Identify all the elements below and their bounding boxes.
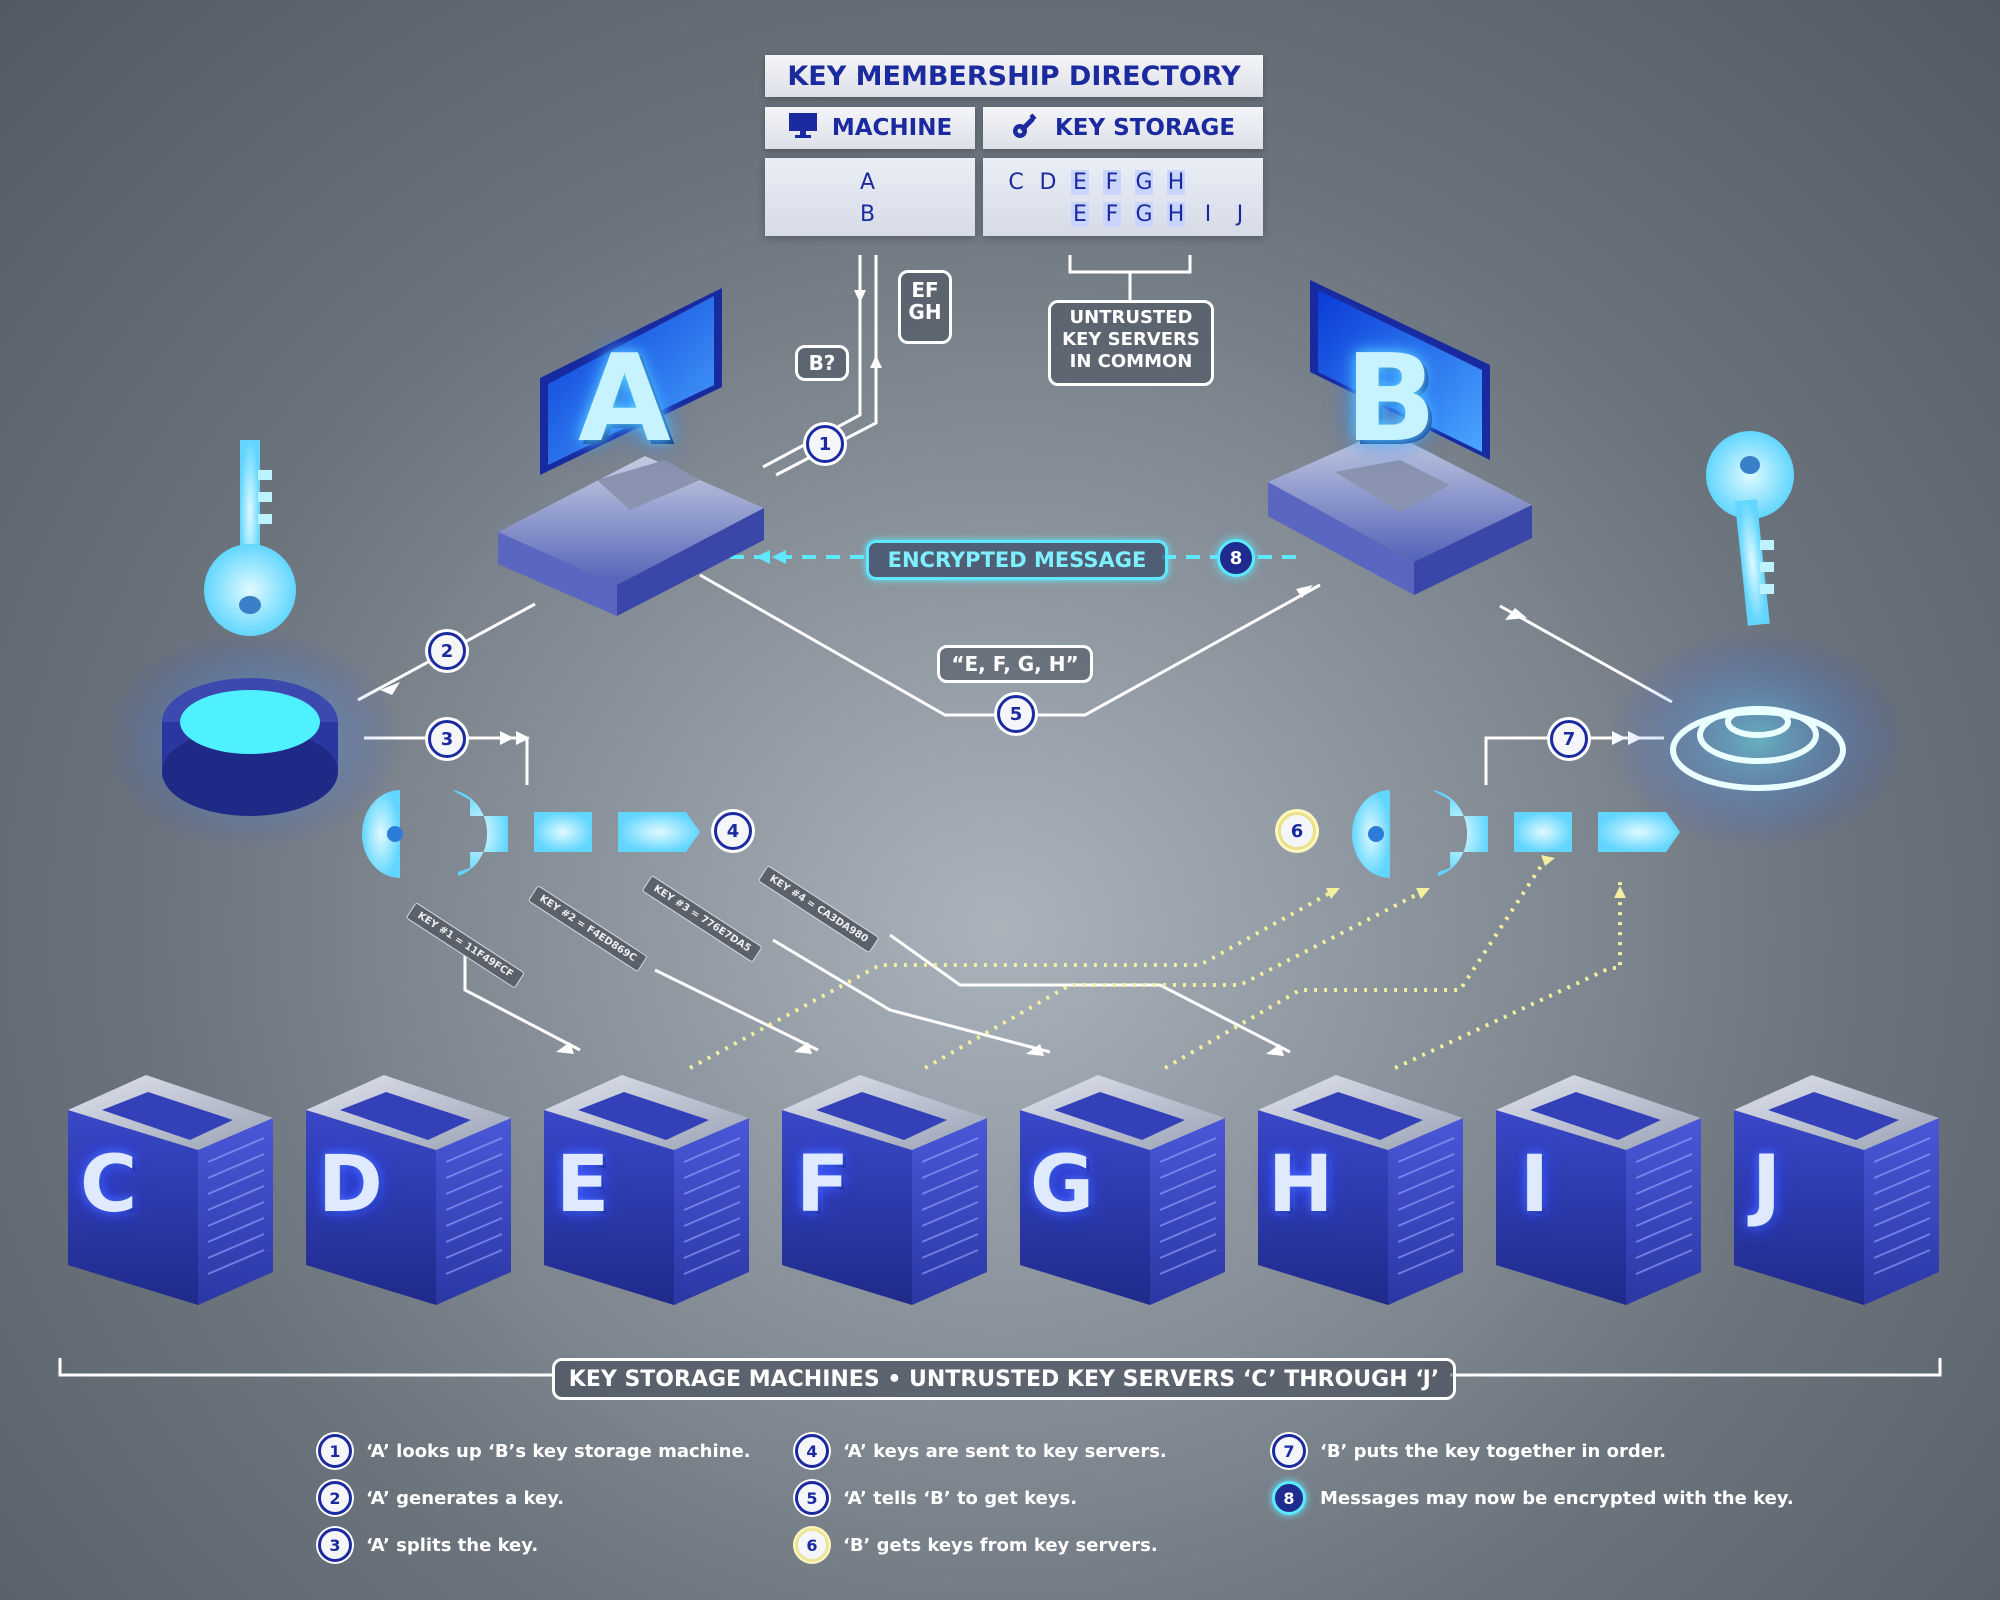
- ef-label: EF: [911, 278, 939, 302]
- storage-row-b: E F G H I J: [1071, 202, 1249, 227]
- split-key-left: [362, 790, 700, 878]
- server-label: J: [1752, 1140, 1782, 1230]
- legend-number: 3: [318, 1528, 352, 1562]
- untrusted-line: KEY SERVERS: [1062, 329, 1200, 350]
- step-circle: 6: [1278, 812, 1316, 850]
- key-generator-left: [102, 440, 402, 850]
- legend-text: ‘A’ keys are sent to key servers.: [843, 1440, 1167, 1462]
- machine-header: MACHINE: [765, 107, 975, 149]
- machine-a: [498, 288, 764, 616]
- legend-number: 6: [795, 1528, 829, 1562]
- legend-item: 3 ‘A’ splits the key.: [318, 1528, 538, 1562]
- server-cube: [306, 1075, 511, 1305]
- server-cube: [1258, 1075, 1463, 1305]
- step-circle: 8: [1217, 539, 1255, 577]
- machine-b: [1268, 280, 1532, 595]
- storage-a-item: F: [1103, 170, 1121, 195]
- legend-number: 7: [1272, 1434, 1306, 1468]
- step-circle: 7: [1550, 720, 1588, 758]
- server-row: [68, 1075, 1939, 1305]
- legend-item: 4 ‘A’ keys are sent to key servers.: [795, 1434, 1167, 1468]
- monitor-icon: [788, 112, 818, 144]
- legend-number: 8: [1272, 1481, 1306, 1515]
- legend-text: Messages may now be encrypted with the k…: [1320, 1487, 1794, 1509]
- legend-item: 1 ‘A’ looks up ‘B’s key storage machine.: [318, 1434, 751, 1468]
- legend-item: 8 Messages may now be encrypted with the …: [1272, 1481, 1794, 1515]
- b-query-bubble: B?: [795, 345, 849, 381]
- server-cube: [782, 1075, 987, 1305]
- directory-title: KEY MEMBERSHIP DIRECTORY: [765, 55, 1263, 97]
- server-label: H: [1268, 1140, 1334, 1230]
- encrypted-message-label: ENCRYPTED MESSAGE: [866, 540, 1168, 580]
- server-label: I: [1520, 1140, 1550, 1230]
- storage-header: KEY STORAGE: [983, 107, 1263, 149]
- step-circle: 5: [997, 695, 1035, 733]
- untrusted-servers-bubble: UNTRUSTED KEY SERVERS IN COMMON: [1048, 300, 1214, 386]
- server-cube: [1020, 1075, 1225, 1305]
- storage-b-item: E: [1071, 202, 1089, 227]
- untrusted-line: UNTRUSTED: [1069, 307, 1193, 328]
- server-label: G: [1030, 1140, 1095, 1230]
- legend-number: 5: [795, 1481, 829, 1515]
- legend-number: 2: [318, 1481, 352, 1515]
- machine-list: A B: [765, 158, 975, 236]
- machine-b-label: B: [1345, 330, 1437, 469]
- storage-a-item: D: [1039, 170, 1057, 195]
- legend-item: 5 ‘A’ tells ‘B’ to get keys.: [795, 1481, 1077, 1515]
- gh-label: GH: [908, 300, 942, 324]
- key-generator-right: [1608, 431, 1908, 850]
- storage-a-item: G: [1135, 170, 1153, 195]
- step-circle: 2: [428, 632, 466, 670]
- legend-item: 7 ‘B’ puts the key together in order.: [1272, 1434, 1666, 1468]
- untrusted-line: IN COMMON: [1069, 351, 1193, 372]
- machine-b-entry: B: [860, 202, 876, 227]
- server-label: D: [318, 1140, 383, 1230]
- storage-b-item: I: [1204, 202, 1212, 227]
- legend-text: ‘B’ gets keys from key servers.: [843, 1534, 1158, 1556]
- machine-header-label: MACHINE: [831, 115, 953, 141]
- storage-a-item: H: [1167, 170, 1185, 195]
- storage-a-item: C: [1008, 170, 1024, 195]
- storage-b-item: G: [1135, 202, 1153, 227]
- efgh-quote-bubble: “E, F, G, H”: [937, 645, 1093, 683]
- legend-number: 4: [795, 1434, 829, 1468]
- storage-row-a: C D E F G H: [1007, 170, 1185, 195]
- bottom-label: KEY STORAGE MACHINES • UNTRUSTED KEY SER…: [552, 1358, 1456, 1400]
- server-cube: [544, 1075, 749, 1305]
- step-circle: 3: [428, 720, 466, 758]
- ef-gh-bubble: EF GH: [898, 270, 952, 344]
- server-cube: [1496, 1075, 1701, 1305]
- step-circle: 1: [806, 425, 844, 463]
- legend-number: 1: [318, 1434, 352, 1468]
- storage-b-item: H: [1167, 202, 1185, 227]
- key-icon: [1011, 110, 1041, 146]
- storage-header-label: KEY STORAGE: [1054, 115, 1236, 141]
- machine-a-label: A: [578, 330, 671, 469]
- legend-text: ‘A’ splits the key.: [366, 1534, 539, 1556]
- legend-item: 6 ‘B’ gets keys from key servers.: [795, 1528, 1158, 1562]
- server-cube: [1734, 1075, 1939, 1305]
- legend-text: ‘A’ looks up ‘B’s key storage machine.: [366, 1440, 751, 1462]
- storage-a-item: E: [1071, 170, 1089, 195]
- split-key-right: [1352, 790, 1680, 878]
- server-label: C: [80, 1140, 138, 1230]
- server-label: F: [796, 1140, 850, 1230]
- fetch-key-lines: [689, 858, 1622, 1070]
- legend-text: ‘A’ tells ‘B’ to get keys.: [843, 1487, 1078, 1509]
- server-cube: [68, 1075, 273, 1305]
- storage-list: C D E F G H E F G H I J: [983, 158, 1263, 236]
- storage-b-item: F: [1103, 202, 1121, 227]
- legend-text: ‘A’ generates a key.: [366, 1487, 565, 1509]
- step-circle: 4: [714, 812, 752, 850]
- legend-text: ‘B’ puts the key together in order.: [1320, 1440, 1667, 1462]
- storage-b-item: J: [1236, 202, 1244, 227]
- server-label: E: [556, 1140, 610, 1230]
- legend-item: 2 ‘A’ generates a key.: [318, 1481, 564, 1515]
- machine-a-entry: A: [860, 170, 876, 195]
